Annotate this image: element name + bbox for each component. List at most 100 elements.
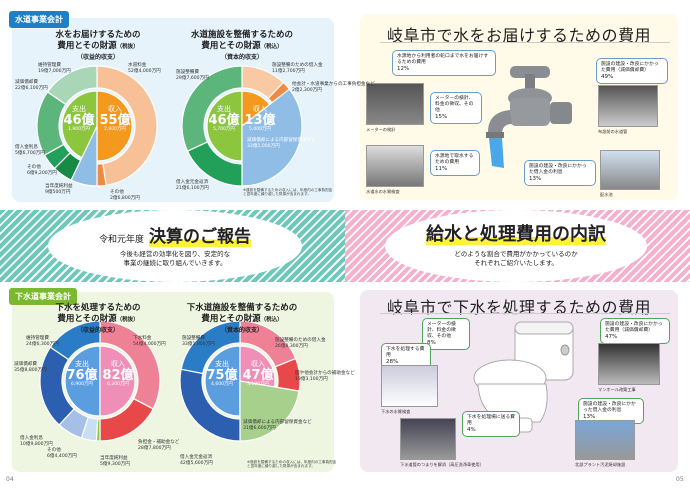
segment-amount: 19億7,000万円 [38, 69, 71, 74]
segment-amount: 26億8,300万円 [275, 344, 308, 349]
total-amount-small: 2,800万円 [104, 127, 126, 132]
tax-note: （税抜） [116, 44, 139, 50]
sewer-capital-note: ※施設を整備するための収入には、年度内の工事負担金と翌年度に繰り越した財源が含ま… [247, 460, 337, 469]
segment-amount: 31億6,600万円 [243, 426, 276, 431]
tax-note: （税込） [260, 317, 283, 323]
water-capital-title: 水道施設を整備するための費用とその財源（税込）（資本的収支） [172, 30, 312, 63]
callout-text: 施設の建設・改良にかかった費用（減価償却費） [601, 62, 659, 73]
segment-label: 借入金利息 [20, 436, 43, 441]
fiscal-year: 令和元年度 [98, 235, 144, 245]
total-amount-small: 1,900万円 [68, 127, 90, 132]
photo [381, 365, 438, 407]
segment-label: 減価償却費 [15, 80, 38, 85]
title-line1: 水道施設を整備するための [190, 30, 293, 40]
total-amount-small: 5,700万円 [213, 127, 235, 132]
total-amount-small: 4,600万円 [211, 382, 233, 387]
sewer-revenue-donut [39, 320, 161, 442]
photo [400, 418, 456, 460]
photo [366, 145, 424, 187]
band-right-heading: 給水と処理費用の内訳 [400, 220, 632, 246]
income-segment [96, 65, 158, 186]
expense-segment [46, 65, 98, 106]
callout-percent: 13% [583, 414, 596, 420]
photo-caption: 水道水の水質検査 [366, 189, 400, 194]
photo [575, 420, 635, 460]
total-amount: 13億 [244, 113, 276, 128]
breakdown-title: 給水と処理費用の内訳 [426, 224, 606, 245]
water-capital-note: ※建設を整備するための収入には、年度内の工事負担金と翌年度に繰り越した財源が含ま… [243, 188, 333, 197]
total-amount-small: 6,200万円 [107, 382, 129, 387]
water-stream-icon [489, 138, 504, 168]
sewer-capital-donut [179, 320, 301, 442]
segment-amount: 10億9,800万円 [20, 442, 53, 447]
segment-label: 維持管理費 [38, 63, 61, 68]
water-costs-title: 岐阜市で水をお届けするための費用 [386, 26, 651, 45]
expense-segment [181, 65, 243, 152]
income-segment [241, 88, 303, 187]
callout-text: 水源地から利用者の蛇口まで水をお届けするための費用 [397, 54, 489, 65]
total-amount: 46億 [63, 113, 95, 128]
text-line: 事業の継続に取り組んでいきます。 [123, 259, 227, 267]
subtitle: （収益的収支） [76, 54, 119, 61]
total-label: 支出 [75, 360, 89, 368]
callout-text: メーターの検針、料金の徴収、その他 [427, 322, 456, 339]
callout-percent: 47% [605, 334, 618, 340]
expense-segment [43, 143, 72, 170]
segment-label: その他 [47, 448, 61, 453]
segment-label: 維持管理費 [26, 336, 49, 341]
cost-callout: 施設の建設・改良にかかった費用（減価償却費）49% [596, 58, 668, 84]
segment-label: 減価償却による内部留保資金など [243, 420, 312, 425]
expense-segment [49, 320, 101, 361]
expense-segment [39, 346, 75, 426]
segment-label: 減価償却による内部留保資金など [247, 138, 316, 143]
total-amount: 55億 [99, 113, 131, 128]
band-left-text: 今後も経営の効率化を図り、安定的な 事業の継続に取り組んでいきます。 [70, 250, 280, 268]
total-label: 支出 [72, 105, 86, 113]
title-line1: 下水を処理するための [55, 303, 141, 313]
segment-amount: 6億9,200万円 [27, 171, 57, 176]
segment-label: 施設整備費 [182, 336, 205, 341]
segment-label: その他 [27, 165, 41, 170]
total-amount: 76億 [66, 368, 98, 383]
photo-caption: 下水の水質検査 [381, 409, 411, 414]
total-amount: 46億 [208, 113, 240, 128]
callout-percent: 11% [435, 166, 448, 172]
callout-text: メーターの検針、料金の徴収、その他 [435, 96, 474, 113]
photo [598, 85, 658, 127]
segment-amount: 29億7,600万円 [176, 76, 209, 81]
photo-caption: 布設前の水道管 [598, 129, 628, 134]
callout-text: 水源地で取水するための費用 [435, 154, 474, 165]
photo [600, 150, 660, 190]
photo-caption: メーターの検針 [366, 127, 396, 132]
callout-percent: 13% [529, 176, 542, 182]
water-capital-donut [181, 65, 303, 187]
segment-label: 下水料金 [133, 336, 152, 341]
segment-amount: 35億8,800万円 [14, 368, 47, 373]
expense-segment [70, 125, 98, 187]
faucet-illustration [486, 66, 572, 168]
photo-caption: マンホール改築工事 [598, 387, 636, 392]
callout-percent: 4% [467, 427, 476, 433]
segment-label: 施設整備のための借入金 [272, 63, 323, 68]
segment-label: 当年度純利益 [100, 456, 128, 461]
inner-income-wedge [99, 345, 136, 417]
total-label: 収入 [253, 105, 267, 113]
band-left-heading: 令和元年度 決算のご報告 [70, 222, 280, 247]
water-account-tag: 水道事業会計 [8, 10, 70, 29]
segment-amount: 9億500万円 [45, 190, 71, 195]
segment-label: 当年度純利益 [45, 184, 73, 189]
settlement-title: 決算のご報告 [149, 227, 252, 247]
photo-caption: 北部プラント汚泥焼却施設 [575, 462, 626, 467]
segment-label: 借入金元金返済 [176, 180, 209, 185]
title-line2: 費用とその財源 [201, 314, 261, 324]
callout-percent: 12% [397, 66, 410, 72]
tax-note: （税抜） [116, 317, 139, 323]
photo [366, 83, 424, 125]
